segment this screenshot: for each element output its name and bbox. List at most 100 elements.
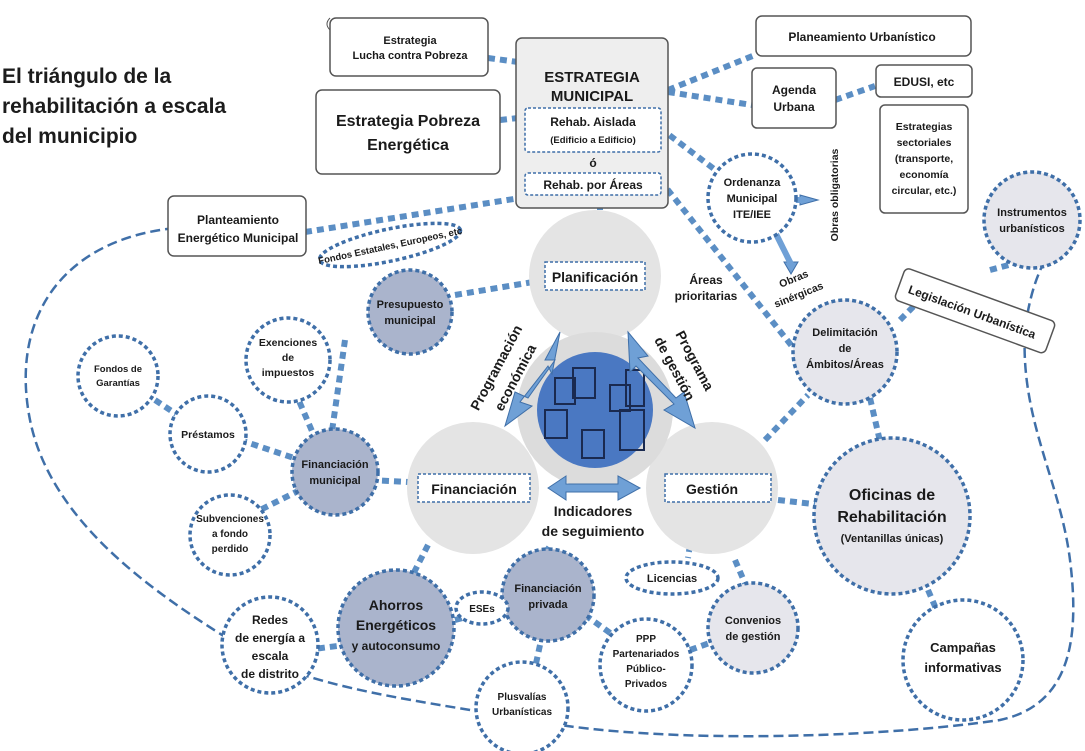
outer-loop-connector (24, 226, 1075, 738)
subvenciones-node (188, 493, 272, 577)
fin-privada-line1: Financiación (514, 583, 582, 595)
redes-line3: escala (252, 649, 289, 663)
presupuesto-node (366, 268, 454, 356)
scroll-agenda-urbana (751, 67, 837, 129)
fondos-garantias-line1: Fondos de (94, 364, 142, 375)
delimitacion-node (791, 298, 899, 406)
ppp-line3: Público- (626, 664, 665, 675)
financiacion-municipal-node (290, 427, 380, 517)
subvenciones-line2: a fondo (212, 529, 248, 540)
ordenanza-node (706, 152, 798, 244)
oficinas-line3: (Ventanillas únicas) (841, 533, 944, 545)
gestion-label: Gestión (686, 481, 738, 497)
ahorros-line1: Ahorros (369, 597, 424, 613)
scroll-estrategia-municipal (515, 37, 669, 209)
prestamos-node (168, 394, 248, 474)
convenios-line1: Convenios (725, 615, 781, 627)
fin-municipal-line2: municipal (309, 475, 360, 487)
diagram-title: El triángulo de la rehabilitación a esca… (2, 65, 227, 148)
convenios-line2: de gestión (725, 631, 780, 643)
plusvalias-line2: Urbanísticas (492, 707, 552, 718)
sectoriales-line3: (transporte, (895, 153, 953, 165)
planificacion-label: Planificación (552, 269, 638, 285)
scroll-legislacion (894, 268, 1056, 354)
sectoriales-line5: circular, etc.) (892, 185, 957, 197)
prestamos-label: Préstamos (181, 429, 235, 441)
ppp-line4: Privados (625, 679, 668, 690)
rehab-aislada-line1: Rehab. Aislada (550, 115, 636, 129)
instrumentos-line1: Instrumentos (997, 207, 1067, 219)
planificacion-label-box (544, 261, 646, 291)
convenios-node (706, 581, 800, 675)
redes-line2: de energía a (235, 631, 305, 645)
campanas-line2: informativas (924, 660, 1001, 675)
redes-line4: de distrito (241, 667, 299, 681)
financiacion-label-box (417, 473, 531, 503)
ahorros-line2: Energéticos (356, 617, 436, 633)
estrategia-title-line2: MUNICIPAL (551, 88, 633, 105)
ppp-line1: PPP (636, 634, 656, 645)
lucha-pobreza-line2: Lucha contra Pobreza (353, 50, 469, 62)
scroll-planeamiento (755, 15, 972, 57)
fondos-garantias-line2: Garantías (96, 378, 140, 389)
oficinas-line1: Oficinas de (849, 487, 935, 504)
pobreza-energetica-line1: Estrategia Pobreza (336, 113, 480, 130)
gestion-label-box (664, 473, 772, 503)
redes-node (220, 595, 320, 695)
fondos-estatales-node (317, 221, 463, 269)
eses-label: ESEs (469, 604, 495, 615)
oficinas-node (812, 436, 972, 596)
presupuesto-line2: municipal (384, 315, 435, 327)
ahorros-line3: y autoconsumo (352, 639, 441, 653)
or-word: ó (589, 156, 596, 170)
exenciones-line3: impuestos (262, 367, 315, 379)
delimitacion-line3: Ámbitos/Áreas (806, 358, 884, 371)
sectoriales-line1: Estrategias (896, 121, 953, 133)
fin-municipal-line1: Financiación (301, 459, 369, 471)
pobreza-energetica-line2: Energética (367, 137, 449, 154)
licencias-node (624, 560, 720, 596)
areas-prioritarias-line2: prioritarias (675, 289, 738, 303)
ppp-node (598, 617, 694, 713)
triangle-arrows (504, 194, 820, 501)
exenciones-node (244, 316, 332, 404)
rehab-aislada-line2: (Edificio a Edificio) (550, 135, 636, 146)
oficinas-line2: Rehabilitación (837, 509, 946, 526)
sectoriales-line4: economía (899, 169, 948, 181)
presupuesto-line1: Presupuesto (377, 299, 444, 311)
financiacion-label: Financiación (431, 481, 517, 497)
exenciones-line2: de (282, 352, 294, 364)
scroll-pobreza-energetica (315, 89, 501, 175)
subvenciones-line1: Subvenciones (196, 514, 264, 525)
buildings-icon (544, 367, 645, 459)
eses-node (454, 590, 510, 626)
delimitacion-line2: de (839, 343, 852, 355)
financiacion-privada-node (500, 547, 596, 643)
lucha-pobreza-line1: Estrategia (383, 35, 437, 47)
instrumentos-line2: urbanísticos (999, 223, 1064, 235)
ordenanza-line3: ITE/IEE (733, 209, 771, 221)
plusvalias-line1: Plusvalías (498, 692, 547, 703)
fondos-garantias-node (76, 334, 160, 418)
estrategia-title-line1: ESTRATEGIA (544, 69, 640, 86)
ppp-line2: Partenariados (613, 649, 680, 660)
scroll-edusi (875, 64, 973, 98)
planeamiento-label: Planeamiento Urbanístico (788, 30, 935, 44)
ordenanza-line1: Ordenanza (724, 177, 782, 189)
ordenanza-line2: Municipal (727, 193, 778, 205)
planteamiento-line1: Planteamiento (197, 213, 279, 227)
plusvalias-node (474, 660, 570, 751)
exenciones-line1: Exenciones (259, 337, 318, 349)
subvenciones-line3: perdido (212, 544, 249, 555)
areas-prioritarias-line1: Áreas (689, 272, 723, 287)
planteamiento-line2: Energético Municipal (178, 231, 299, 245)
sectoriales-line2: sectoriales (897, 137, 952, 149)
instrumentos-node (982, 170, 1082, 270)
scroll-sectoriales (879, 104, 969, 214)
indicadores-line2: de seguimiento (542, 523, 645, 539)
fin-privada-line2: privada (528, 599, 568, 611)
licencias-label: Licencias (647, 573, 697, 585)
agenda-line1: Agenda (772, 83, 816, 97)
